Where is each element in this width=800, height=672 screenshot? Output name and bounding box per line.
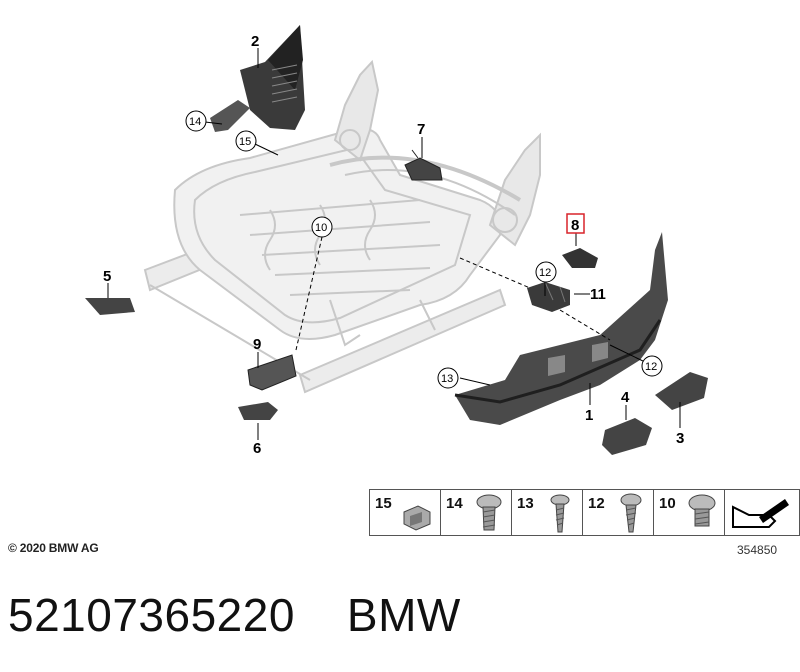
fastener-legend: 15 14 13 12 10 bbox=[369, 489, 800, 537]
callout-8: 8 bbox=[571, 217, 579, 234]
part-1-side-trim bbox=[454, 232, 668, 425]
bolt-icon bbox=[688, 494, 716, 527]
screw-icon bbox=[550, 494, 570, 533]
legend-cell-12: 12 bbox=[582, 489, 654, 536]
callout-10: 10 bbox=[315, 222, 327, 234]
component-parts bbox=[85, 25, 708, 455]
part-number: 52107365220 bbox=[8, 589, 295, 641]
callout-12b-circle bbox=[641, 355, 663, 377]
legend-cell-arrow bbox=[724, 489, 800, 536]
torx-screw-icon bbox=[476, 494, 502, 531]
legend-label-13: 13 bbox=[517, 495, 534, 512]
callouts: 2 14 15 7 8 10 5 12 11 9 12 13 4 1 3 6 bbox=[103, 33, 684, 457]
callout-2: 2 bbox=[251, 33, 259, 50]
callout-7: 7 bbox=[417, 121, 425, 138]
callout-1: 1 bbox=[585, 407, 593, 424]
callout-8-highlight bbox=[566, 213, 585, 234]
brand-name: BMW bbox=[346, 589, 461, 641]
legend-cell-13: 13 bbox=[511, 489, 583, 536]
clip-nut-icon bbox=[403, 505, 431, 531]
part-2-cover bbox=[210, 25, 305, 132]
part-5-bracket bbox=[85, 298, 135, 315]
self-tapping-screw-icon bbox=[620, 493, 642, 533]
legend-label-10: 10 bbox=[659, 495, 676, 512]
callout-12a-circle bbox=[535, 261, 557, 283]
part-6-cover bbox=[238, 402, 278, 420]
callout-14: 14 bbox=[189, 116, 201, 128]
seat-frame-drawing bbox=[143, 59, 541, 394]
direction-arrow-icon bbox=[732, 499, 789, 528]
callout-15: 15 bbox=[239, 136, 251, 148]
part-11-clip bbox=[527, 282, 570, 312]
diagram-reference-number: 354850 bbox=[737, 543, 778, 557]
leader-lines bbox=[107, 48, 681, 440]
legend-label-15: 15 bbox=[375, 495, 392, 512]
legend-cell-14: 14 bbox=[440, 489, 512, 536]
callout-12a: 12 bbox=[539, 267, 551, 279]
callout-6: 6 bbox=[253, 440, 261, 457]
callout-10-circle bbox=[311, 216, 333, 238]
callout-13: 13 bbox=[441, 373, 453, 385]
callout-5: 5 bbox=[103, 268, 111, 285]
legend-label-14: 14 bbox=[446, 495, 463, 512]
copyright-notice: © 2020 BMW AG bbox=[8, 541, 99, 555]
callout-4: 4 bbox=[621, 389, 630, 406]
callout-11: 11 bbox=[590, 286, 606, 303]
part-number-line: 52107365220 BMW bbox=[8, 588, 461, 642]
part-8-clip bbox=[562, 248, 598, 268]
callout-13-circle bbox=[437, 367, 459, 389]
part-9-bracket bbox=[247, 354, 297, 391]
legend-cell-15: 15 bbox=[369, 489, 441, 536]
callout-9: 9 bbox=[253, 336, 261, 353]
callout-15-circle bbox=[235, 130, 257, 152]
part-4-cap bbox=[602, 418, 652, 455]
legend-cell-10: 10 bbox=[653, 489, 725, 536]
callout-3: 3 bbox=[676, 430, 684, 447]
callout-14-circle bbox=[185, 110, 207, 132]
part-7-bracket bbox=[404, 149, 443, 181]
callout-12b: 12 bbox=[645, 361, 657, 373]
part-3-cap bbox=[655, 372, 708, 410]
legend-label-12: 12 bbox=[588, 495, 605, 512]
